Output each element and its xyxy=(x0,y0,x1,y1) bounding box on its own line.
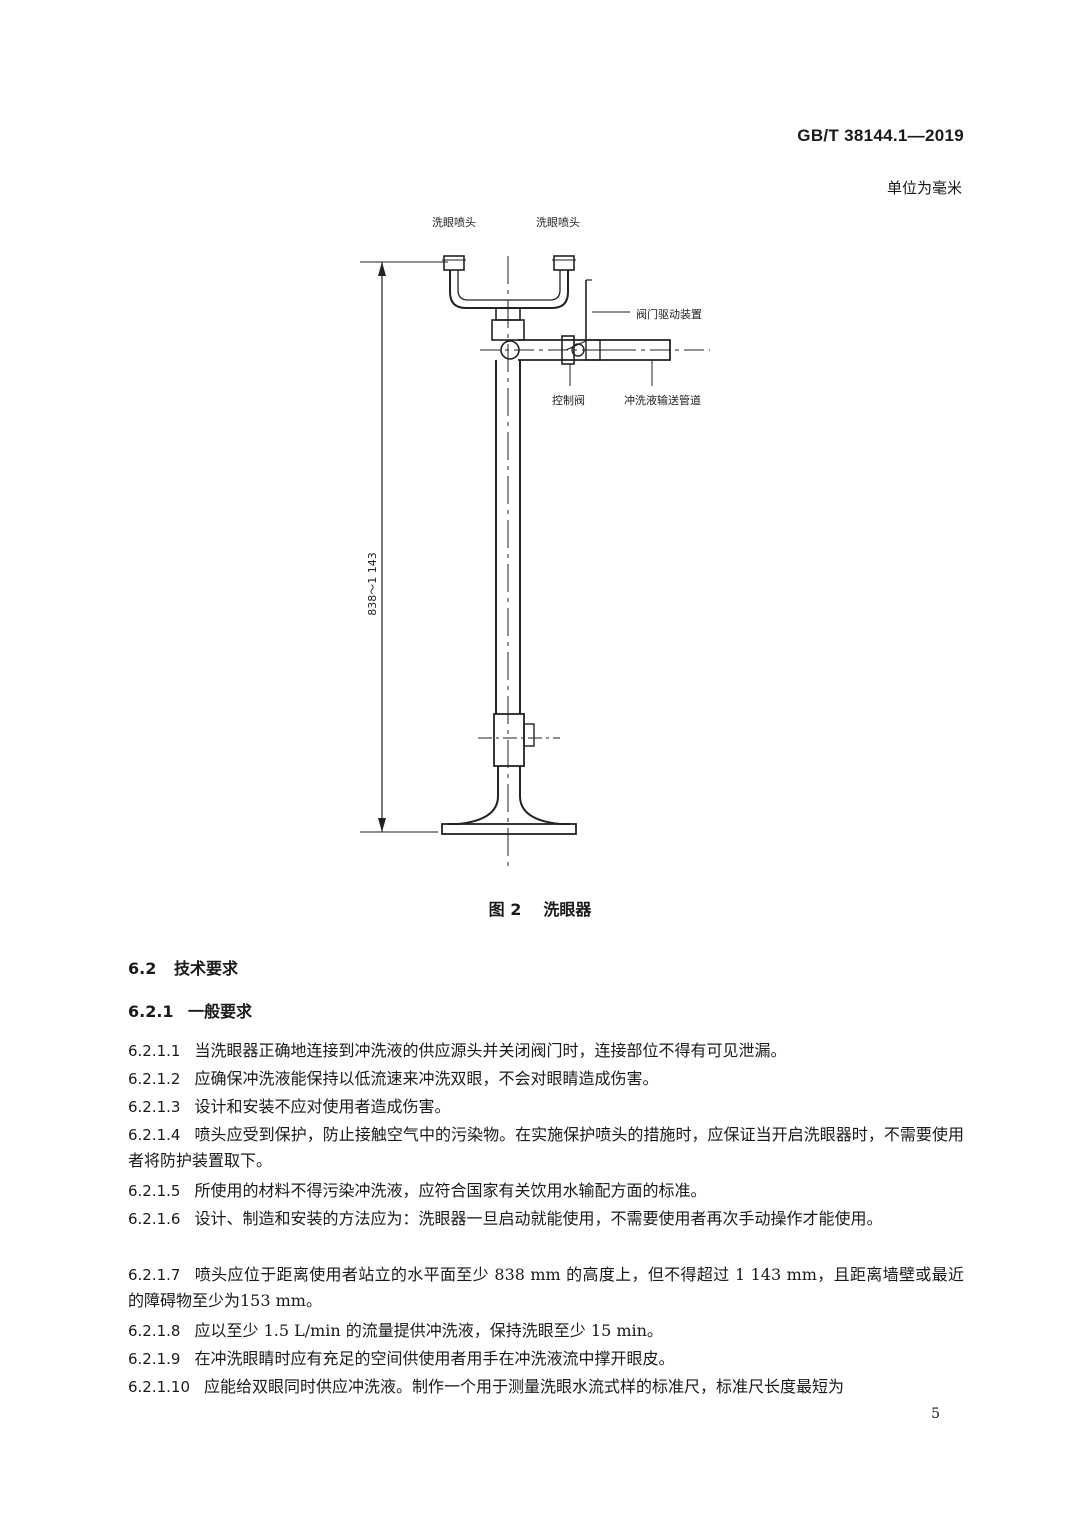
section-heading: 6.2 技术要求 xyxy=(128,955,238,979)
caption-number: 图 2 xyxy=(488,900,522,919)
standard-code: GB/T 38144.1—2019 xyxy=(797,126,964,145)
dimension-label: 838～1 143 xyxy=(366,552,379,616)
caption-title: 洗眼器 xyxy=(543,900,592,919)
label-nozzle-left: 洗眼喷头 xyxy=(432,216,476,229)
figure-caption: 图 2 洗眼器 xyxy=(0,896,1080,920)
label-nozzle-right: 洗眼喷头 xyxy=(536,216,580,229)
section-title: 技术要求 xyxy=(174,959,239,978)
subsection-heading: 6.2.1 一般要求 xyxy=(128,998,252,1022)
section-number: 6.2 xyxy=(128,959,157,978)
unit-note: 单位为毫米 xyxy=(886,179,962,197)
subsection-number: 6.2.1 xyxy=(128,1002,174,1021)
subsection-title: 一般要求 xyxy=(188,1002,253,1021)
eyewash-figure: 洗眼喷头 洗眼喷头 阀门驱动装置 控制阀 冲洗液输送管道 838～1 143 xyxy=(360,216,710,866)
page-number: 5 xyxy=(931,1406,940,1422)
label-valve-actuator: 阀门驱动装置 xyxy=(636,307,702,321)
label-supply-pipe: 冲洗液输送管道 xyxy=(624,393,701,407)
label-control-valve: 控制阀 xyxy=(552,393,585,407)
